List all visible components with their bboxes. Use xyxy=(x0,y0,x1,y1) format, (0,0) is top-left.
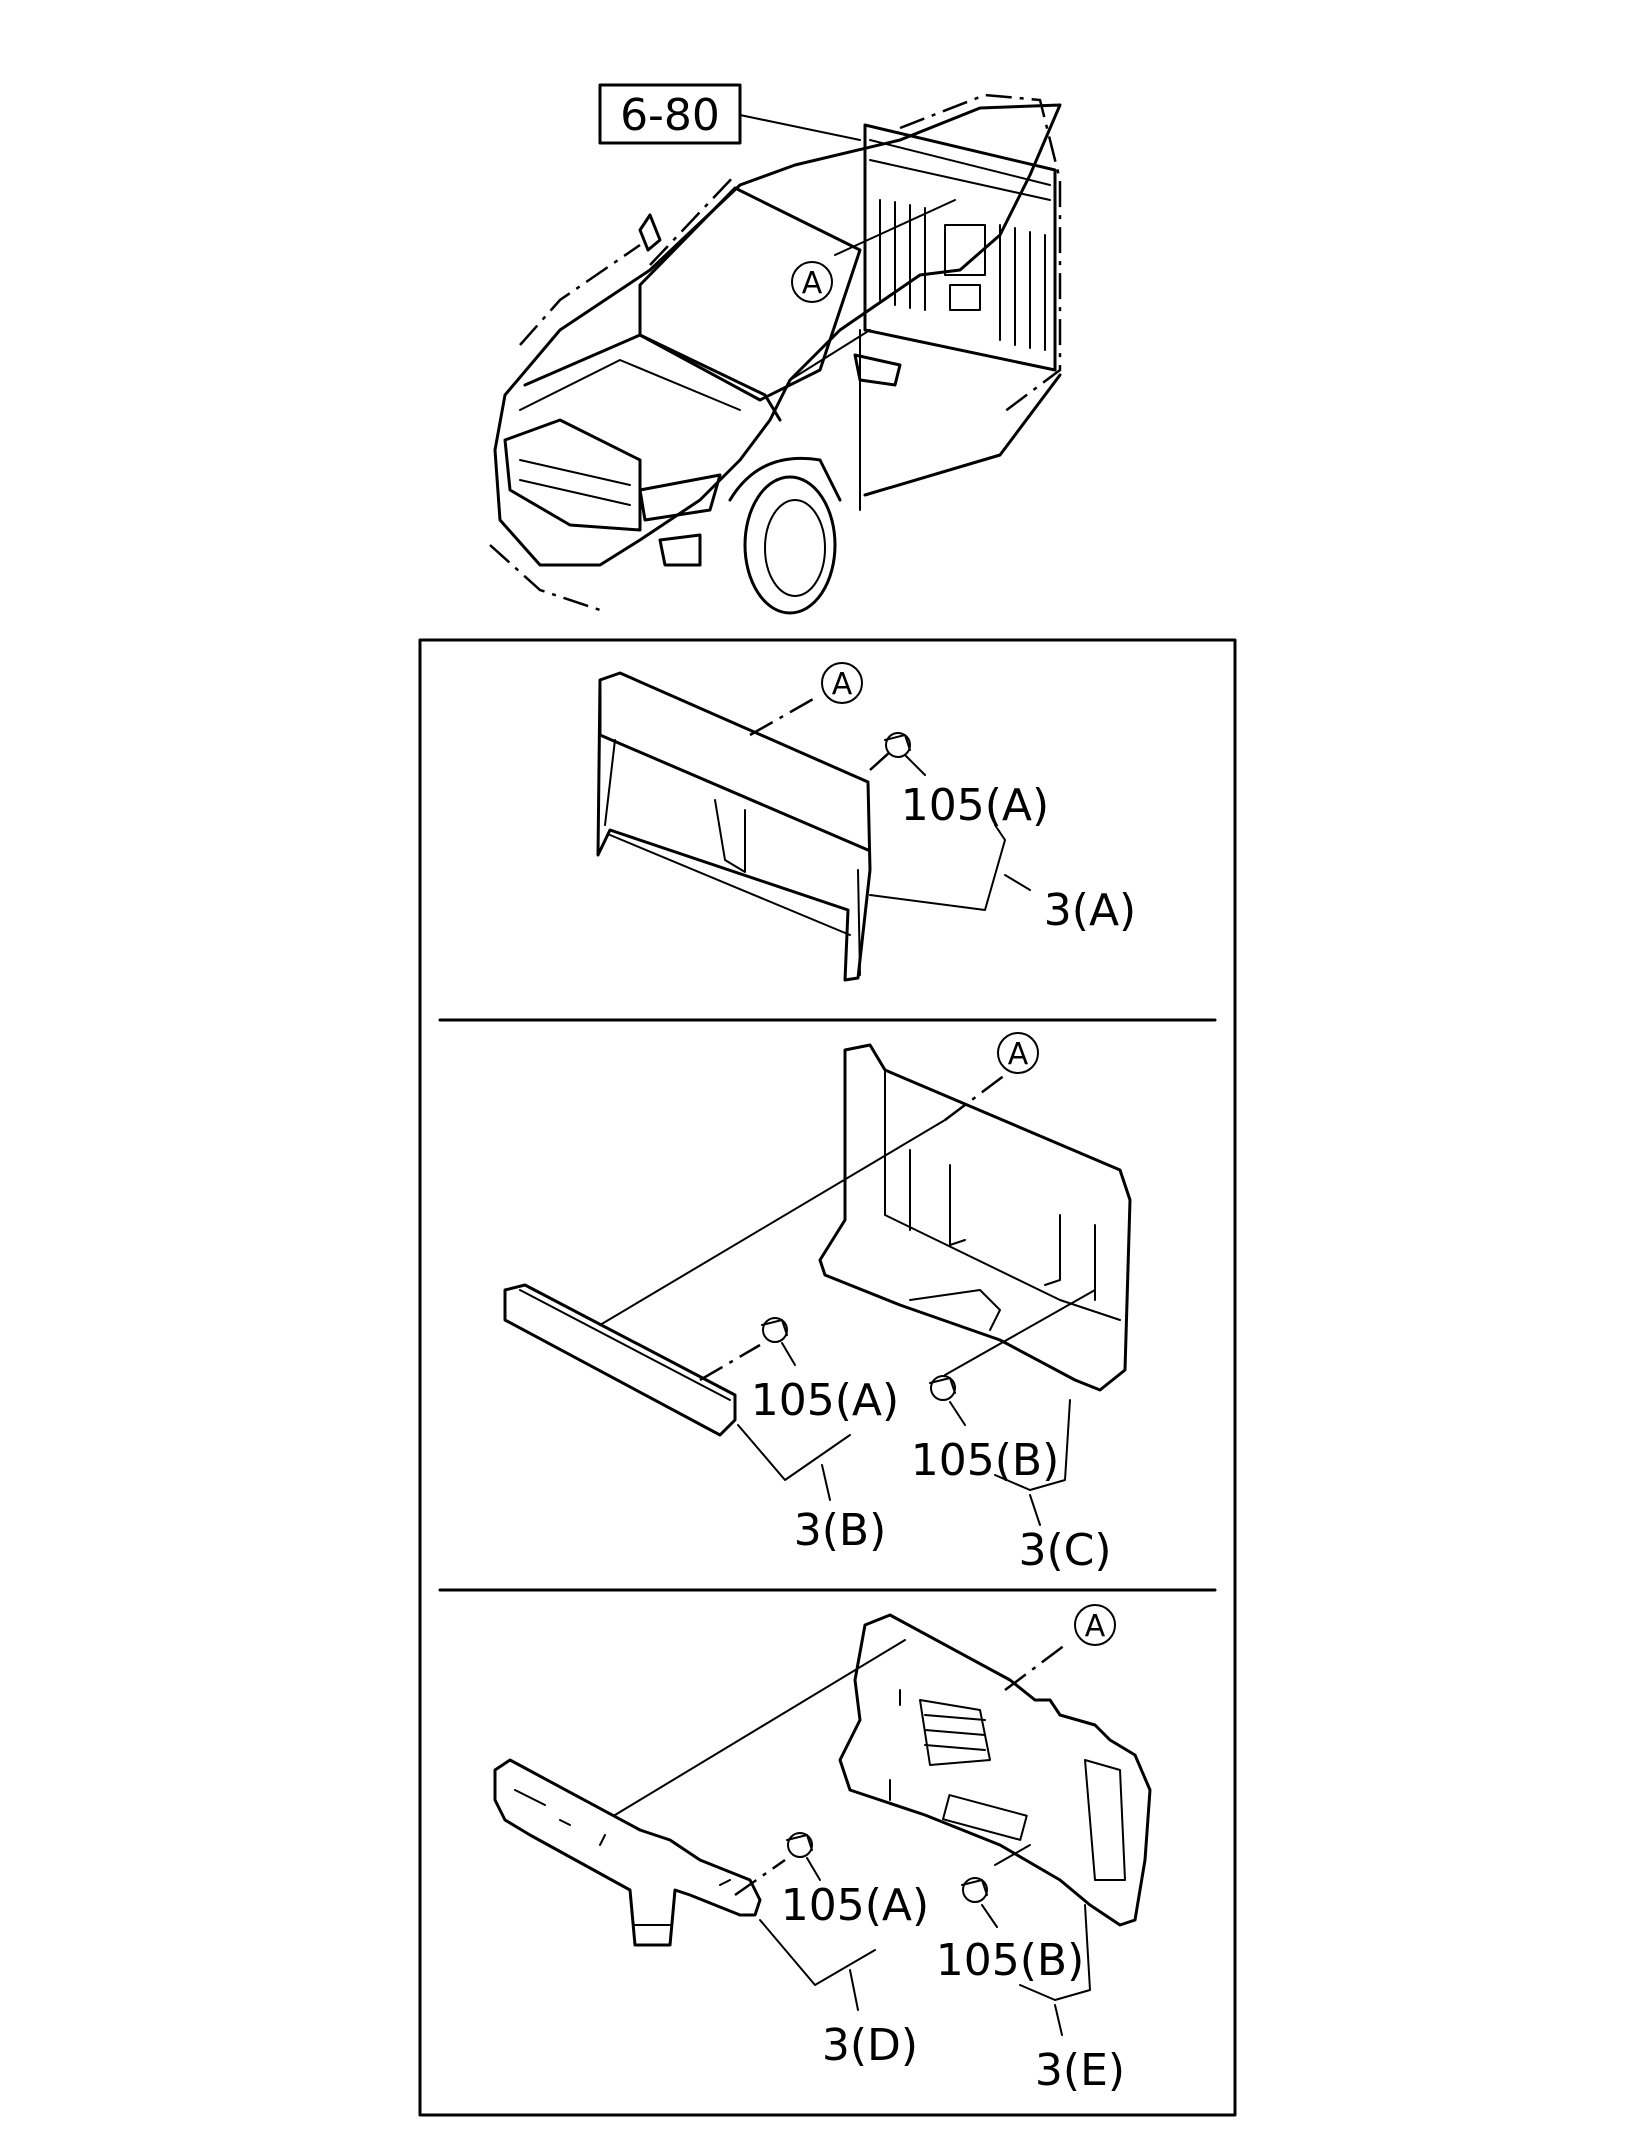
clip-105a-icon xyxy=(786,1832,813,1858)
trim-strip-3b xyxy=(503,1283,737,1437)
panel-c: A 105(A) 3(D) 105(B) 3(E) xyxy=(493,1604,1152,2096)
section-reference-label: 6-80 xyxy=(620,90,720,141)
panel-a: A 105(A) 3(A) xyxy=(596,662,1136,982)
panel-b: A 105(A) 3(B) 105(B) 3(C) xyxy=(503,1032,1132,1576)
panel-b-label-3b: 3(B) xyxy=(794,1505,887,1556)
panel-b-marker: A xyxy=(1008,1037,1029,1072)
panel-b-label-3c: 3(C) xyxy=(1018,1525,1111,1576)
trim-panel-a xyxy=(596,671,872,982)
section-reference-box[interactable]: 6-80 xyxy=(598,83,742,145)
panel-c-label-105a: 105(A) xyxy=(781,1880,929,1931)
panel-a-label-3a: 3(A) xyxy=(1044,885,1136,936)
view-marker-circle: A xyxy=(791,261,833,303)
clip-105b-icon xyxy=(929,1375,956,1401)
panel-c-label-3e: 3(E) xyxy=(1035,2045,1125,2096)
vehicle-illustration xyxy=(489,93,1062,615)
panel-a-label-105a: 105(A) xyxy=(901,780,1049,831)
panel-a-marker: A xyxy=(832,667,853,702)
trim-panel-3e xyxy=(838,1613,1152,1927)
view-marker-label: A xyxy=(802,266,823,301)
trim-panel-3c xyxy=(818,1043,1132,1392)
clip-105a-icon xyxy=(884,732,911,758)
panel-c-label-3d: 3(D) xyxy=(822,2020,918,2071)
detail-frame xyxy=(418,638,1237,2117)
clip-105a-icon xyxy=(761,1317,788,1343)
back-panel-ribs xyxy=(869,139,1051,351)
panel-b-label-105a: 105(A) xyxy=(751,1375,899,1426)
trim-bracket-3d xyxy=(493,1758,762,1947)
clip-105b-icon xyxy=(961,1877,988,1903)
panel-b-label-105b: 105(B) xyxy=(911,1435,1060,1486)
panel-c-label-105b: 105(B) xyxy=(936,1935,1085,1986)
panel-c-marker: A xyxy=(1085,1609,1106,1644)
